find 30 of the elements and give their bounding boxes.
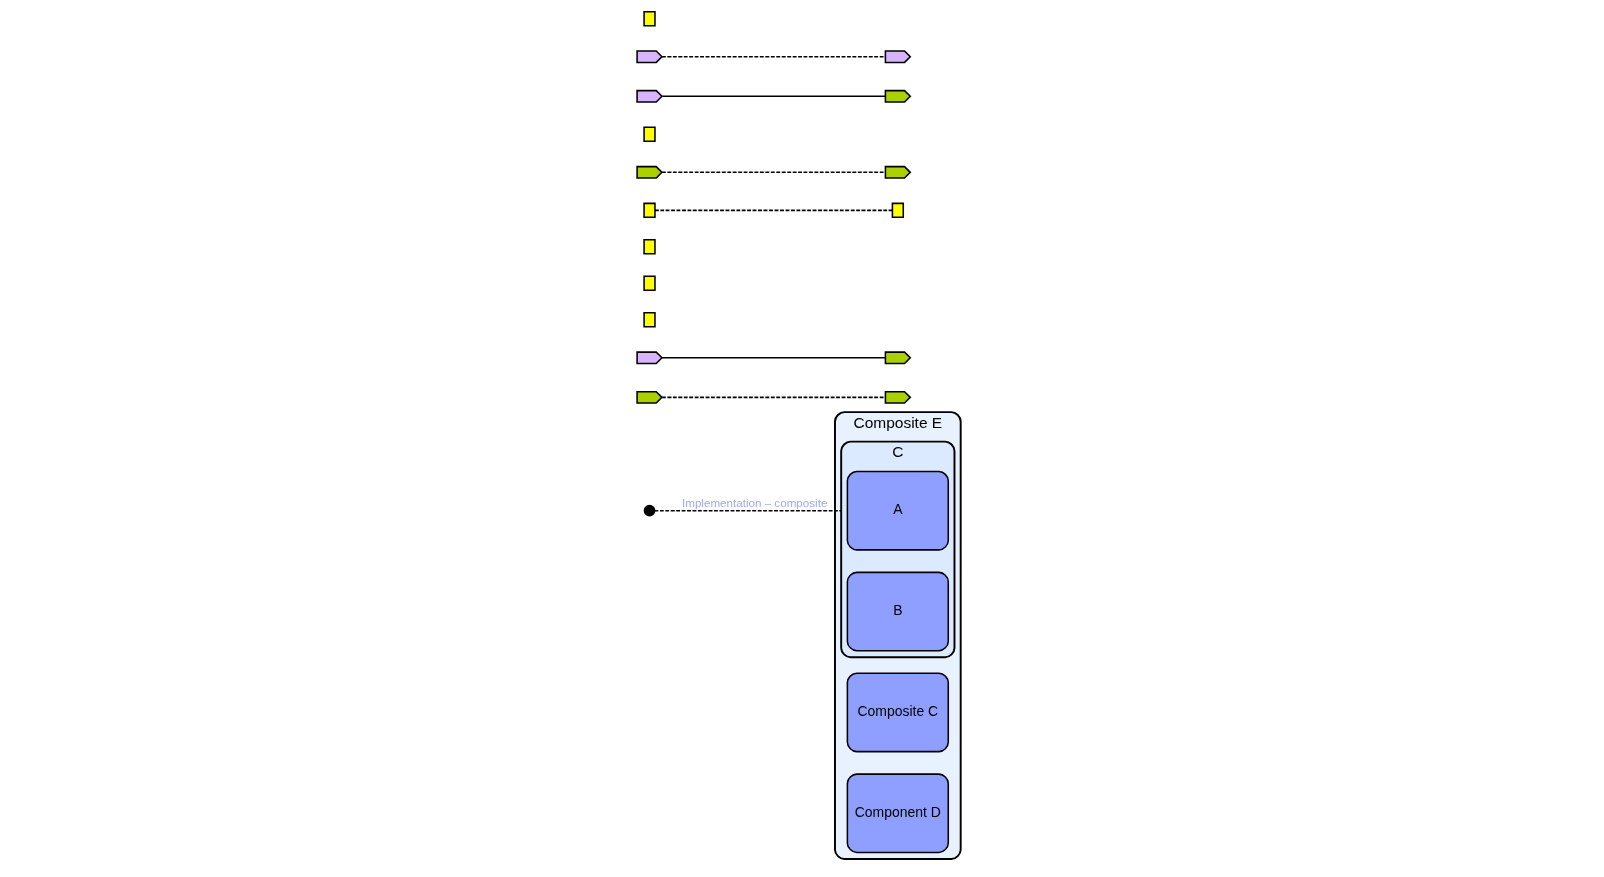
connector bbox=[654, 209, 894, 212]
node-chevron bbox=[636, 351, 664, 365]
node-chevron bbox=[884, 351, 912, 365]
connector bbox=[653, 509, 842, 512]
node-chevron bbox=[884, 165, 912, 179]
node-box bbox=[643, 126, 656, 143]
node-chevron bbox=[884, 50, 912, 64]
node-chevron bbox=[884, 89, 912, 103]
node-box bbox=[643, 312, 656, 328]
connector bbox=[661, 396, 887, 399]
node-chevron bbox=[636, 165, 664, 179]
node-box bbox=[891, 202, 905, 219]
node-chevron bbox=[636, 89, 664, 103]
node-chevron bbox=[636, 50, 664, 64]
connector bbox=[661, 95, 887, 98]
node-box: Composite C bbox=[846, 672, 950, 753]
node-box: A bbox=[846, 470, 950, 551]
node-box bbox=[643, 10, 656, 27]
node-box bbox=[643, 275, 656, 292]
node-chevron bbox=[884, 390, 912, 404]
node-chevron bbox=[636, 390, 664, 404]
connector bbox=[661, 171, 887, 174]
node-circle bbox=[643, 504, 656, 517]
connector bbox=[661, 55, 887, 58]
edge-label: Implementation – composite bbox=[681, 495, 828, 509]
node-box bbox=[643, 239, 656, 255]
node-box bbox=[643, 202, 656, 219]
node-box: Component D bbox=[846, 773, 950, 854]
node-box: B bbox=[846, 571, 950, 652]
connector bbox=[661, 357, 887, 359]
